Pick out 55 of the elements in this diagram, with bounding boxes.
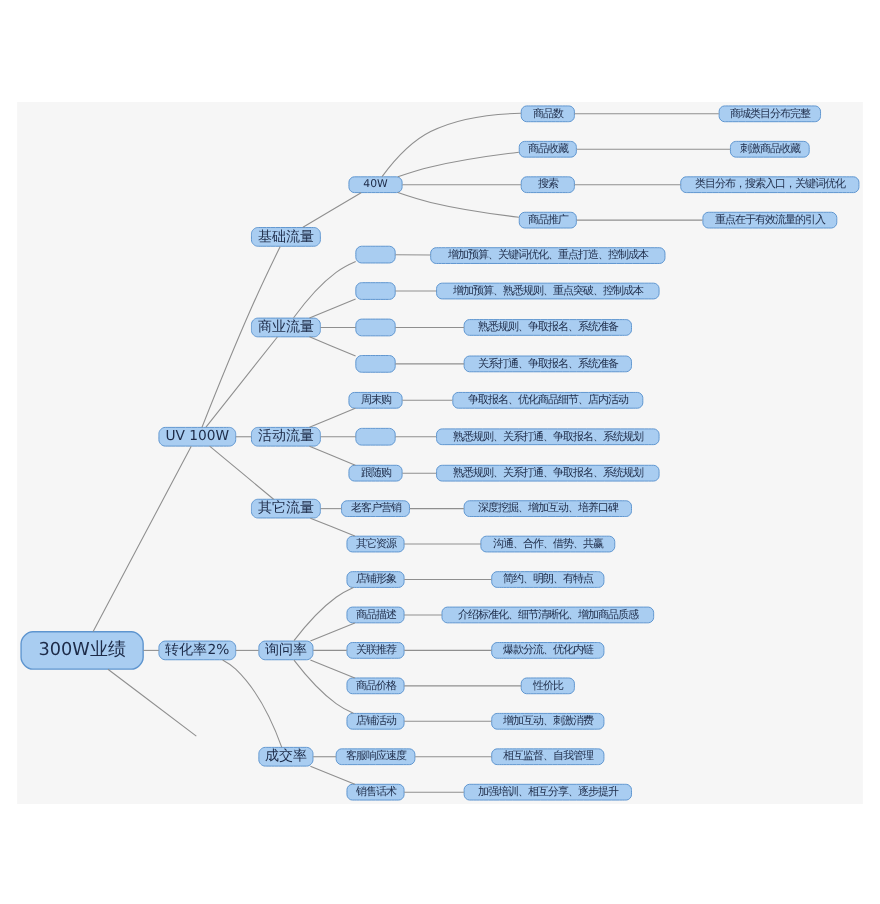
connector (309, 658, 356, 678)
connector (576, 218, 704, 220)
connector (394, 362, 465, 364)
connector (308, 444, 356, 465)
connector (403, 578, 493, 580)
connector (401, 471, 437, 473)
connector (403, 648, 493, 650)
connector (397, 191, 520, 217)
connector (308, 297, 357, 318)
connector (209, 444, 275, 499)
node-box (355, 281, 396, 299)
connector (201, 244, 281, 427)
connector (308, 406, 356, 427)
connector (403, 790, 465, 792)
connector (92, 444, 192, 631)
connector (573, 112, 720, 114)
connector (312, 755, 337, 757)
connector (394, 253, 432, 255)
connector (312, 648, 348, 650)
connector (302, 191, 362, 227)
connector (205, 335, 278, 427)
connector (381, 111, 522, 177)
connector (309, 516, 356, 536)
connector (293, 585, 354, 641)
connector (142, 648, 160, 650)
node-box (355, 317, 396, 336)
connector (293, 259, 357, 318)
connector (309, 621, 356, 641)
connector (403, 613, 443, 615)
connector (320, 325, 357, 327)
connector (573, 183, 682, 185)
connector (576, 147, 731, 149)
connector (235, 648, 260, 650)
connector (401, 183, 522, 185)
node-box (355, 244, 396, 263)
connector (309, 764, 356, 784)
connector (397, 150, 520, 177)
node-box (355, 354, 396, 372)
connector (394, 435, 437, 437)
connector (394, 289, 437, 291)
node-box: 300W业绩 (20, 630, 144, 669)
connector (394, 325, 465, 327)
connector (107, 667, 197, 736)
connector (403, 719, 493, 721)
connector (414, 755, 493, 757)
connector (293, 658, 354, 713)
connector (403, 542, 482, 544)
node-box (355, 426, 396, 445)
connector (222, 658, 283, 747)
connector (403, 684, 522, 686)
connector (401, 398, 454, 400)
connector (320, 507, 342, 509)
connector (308, 335, 357, 356)
connector (409, 507, 465, 509)
connector (320, 435, 357, 437)
